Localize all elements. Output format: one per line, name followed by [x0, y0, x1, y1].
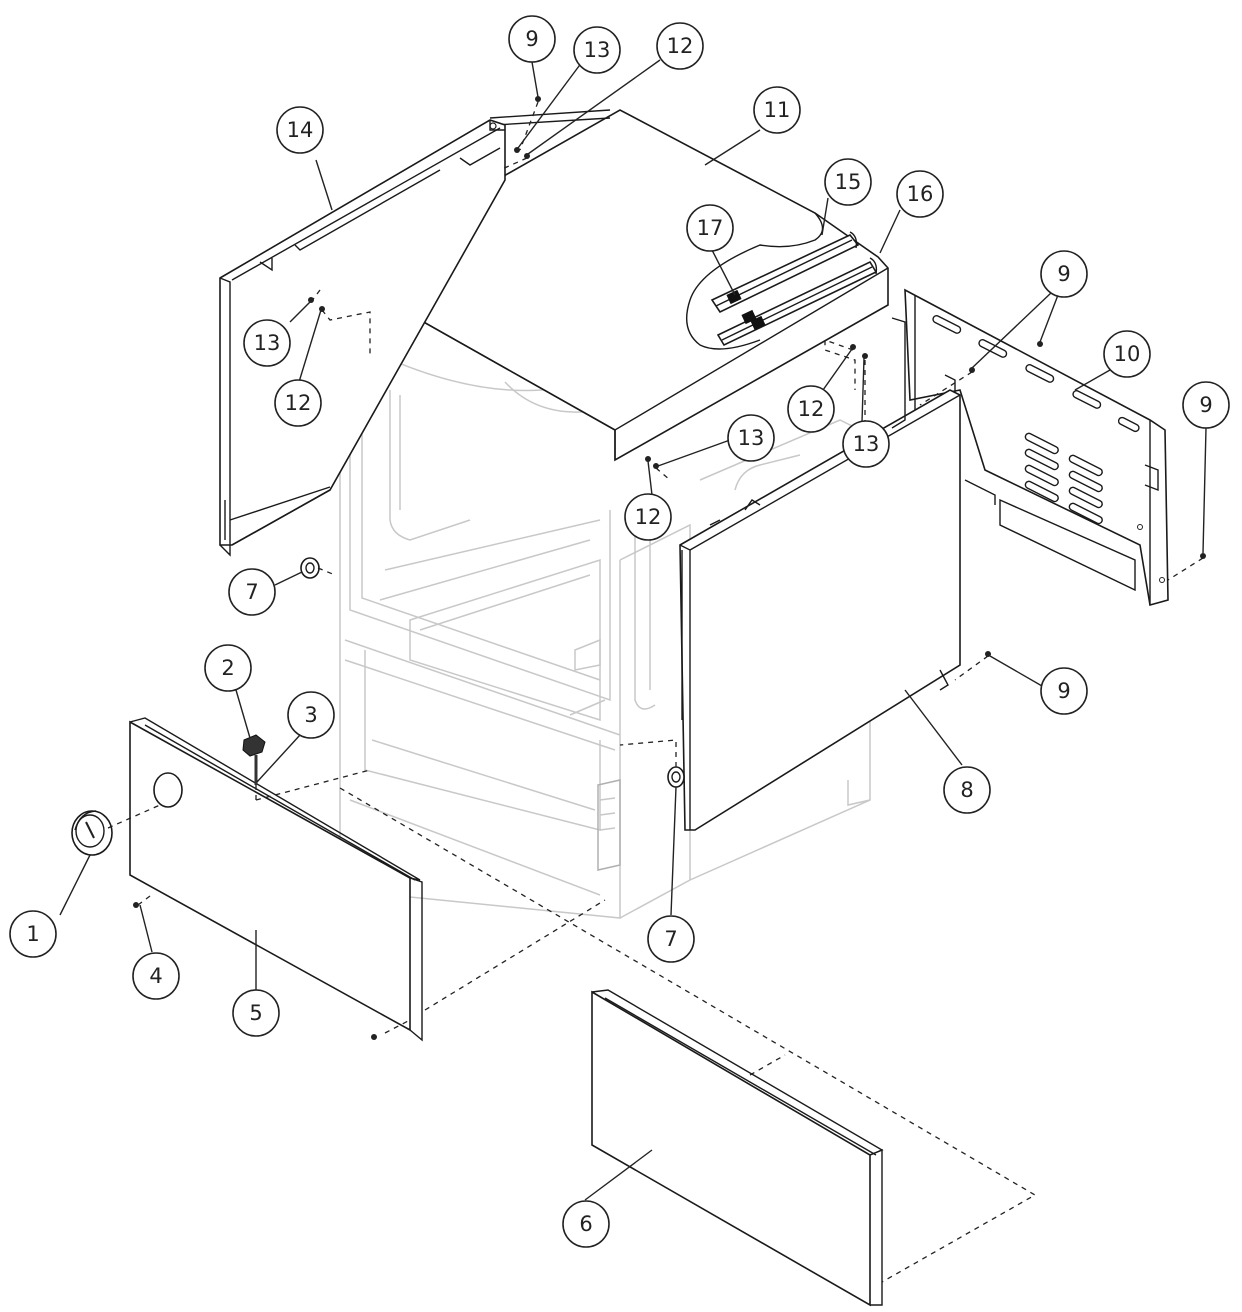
svg-text:7: 7 [664, 927, 677, 951]
svg-text:8: 8 [960, 778, 973, 802]
callout-9-right: 9 [1182, 381, 1230, 429]
svg-text:6: 6 [579, 1212, 592, 1236]
svg-text:12: 12 [635, 505, 662, 529]
callout-2: 2 [204, 644, 252, 692]
callout-13-top: 13 [573, 26, 621, 74]
adjustable-foot-right [667, 766, 685, 788]
svg-text:13: 13 [853, 432, 880, 456]
callout-12-front: 12 [624, 493, 672, 541]
callout-14: 14 [276, 106, 324, 154]
svg-text:13: 13 [584, 38, 611, 62]
svg-text:9: 9 [525, 27, 538, 51]
svg-text:4: 4 [149, 964, 162, 988]
svg-text:11: 11 [764, 98, 791, 122]
lower-front-panel-5 [129, 717, 423, 1042]
callout-13-left: 13 [243, 319, 291, 367]
svg-text:3: 3 [304, 703, 317, 727]
svg-text:13: 13 [254, 331, 281, 355]
svg-text:12: 12 [285, 391, 312, 415]
assembly-lines [107, 101, 1204, 1283]
callout-6: 6 [562, 1200, 610, 1248]
svg-text:14: 14 [287, 118, 314, 142]
svg-text:9: 9 [1057, 679, 1070, 703]
svg-text:9: 9 [1199, 393, 1212, 417]
callout-10: 10 [1103, 330, 1151, 378]
callout-11: 11 [753, 86, 801, 134]
callout-12-top: 12 [656, 22, 704, 70]
svg-text:9: 9 [1057, 262, 1070, 286]
svg-text:15: 15 [835, 170, 862, 194]
oven-body-ghost [339, 339, 871, 919]
control-knob [71, 810, 113, 856]
svg-text:16: 16 [907, 182, 934, 206]
callout-9-top: 9 [508, 15, 556, 63]
svg-text:1: 1 [26, 922, 39, 946]
svg-text:12: 12 [667, 34, 694, 58]
svg-text:5: 5 [249, 1001, 262, 1025]
fasteners [133, 96, 1206, 1040]
bottom-kick-panel-6 [591, 989, 884, 1307]
callout-7-left: 7 [228, 568, 276, 616]
right-side-panel [679, 317, 961, 831]
callout-1: 1 [9, 910, 57, 958]
callout-4: 4 [132, 952, 180, 1000]
adjustable-foot-left [300, 557, 320, 579]
callout-5: 5 [232, 989, 280, 1037]
svg-text:7: 7 [245, 580, 258, 604]
callout-8: 8 [943, 766, 991, 814]
callout-7-right: 7 [647, 915, 695, 963]
svg-text:13: 13 [738, 426, 765, 450]
callout-15: 15 [824, 158, 872, 206]
leader-lines [59, 59, 1207, 1201]
callout-16: 16 [896, 170, 944, 218]
callout-13-right: 13 [842, 420, 890, 468]
callout-13-front: 13 [727, 414, 775, 462]
callout-17: 17 [686, 204, 734, 252]
svg-text:12: 12 [798, 397, 825, 421]
callout-3: 3 [287, 691, 335, 739]
callout-9-side: 9 [1040, 667, 1088, 715]
heating-element-detail [686, 212, 878, 350]
svg-text:10: 10 [1114, 342, 1141, 366]
callout-12-right: 12 [787, 385, 835, 433]
svg-text:17: 17 [697, 216, 724, 240]
callout-12-left: 12 [274, 379, 322, 427]
svg-text:2: 2 [221, 656, 234, 680]
left-side-panel [219, 119, 506, 557]
callout-9-back: 9 [1040, 250, 1088, 298]
rotary-switch [242, 734, 266, 785]
